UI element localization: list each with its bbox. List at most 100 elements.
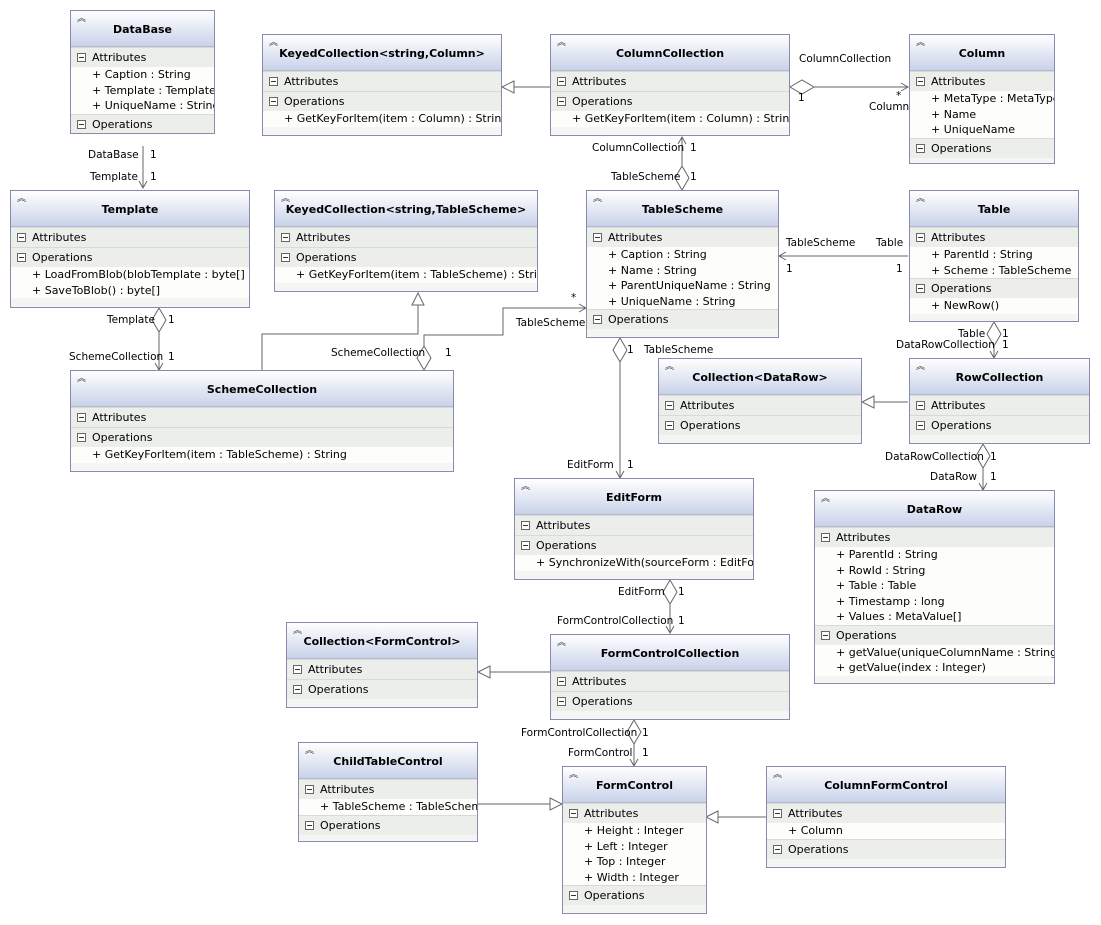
collapse-chevron-icon[interactable]: ︽ [293,626,303,636]
operations-section-header[interactable]: Operations [71,113,214,133]
attribute-member[interactable]: + Caption : String [587,247,778,263]
attributes-section-header[interactable]: Attributes [563,803,706,823]
class-header[interactable]: ︽FormControlCollection [551,635,789,671]
attribute-member[interactable]: + UniqueName : String [71,98,214,114]
class-collection-formcontrol[interactable]: ︽Collection<FormControl> Attributes Oper… [286,622,478,708]
collapse-toggle-icon[interactable] [821,630,830,640]
collapse-chevron-icon[interactable]: ︽ [17,194,27,204]
class-header[interactable]: ︽DataBase [71,11,214,47]
class-formcontrolcollection[interactable]: ︽FormControlCollection Attributes Operat… [550,634,790,720]
attribute-member[interactable]: + Timestamp : long [815,593,1054,609]
operations-section-header[interactable]: Operations [551,691,789,711]
class-datarow[interactable]: ︽DataRow Attributes + ParentId : String … [814,490,1055,684]
collapse-toggle-icon[interactable] [77,119,86,129]
attribute-member[interactable]: + UniqueName [910,122,1054,138]
operations-section-header[interactable]: Operations [11,247,249,267]
operations-section-header[interactable]: Operations [551,91,789,111]
class-header[interactable]: ︽Template [11,191,249,227]
collapse-chevron-icon[interactable]: ︽ [305,746,315,756]
operation-member[interactable]: + GetKeyForItem(item : TableScheme) : St… [71,447,453,463]
collapse-toggle-icon[interactable] [916,77,925,86]
class-keyedcollection-column[interactable]: ︽KeyedCollection<string,Column> Attribut… [262,34,502,136]
class-table[interactable]: ︽Table Attributes + ParentId : String + … [909,190,1079,322]
collapse-toggle-icon[interactable] [281,233,290,242]
collapse-toggle-icon[interactable] [77,433,86,442]
operations-section-header[interactable]: Operations [587,309,778,329]
collapse-toggle-icon[interactable] [557,97,566,106]
attribute-member[interactable]: + ParentUniqueName : String [587,278,778,294]
collapse-toggle-icon[interactable] [281,253,290,262]
collapse-chevron-icon[interactable]: ︽ [569,770,579,780]
attributes-section-header[interactable]: Attributes [551,71,789,91]
collapse-chevron-icon[interactable]: ︽ [557,638,567,648]
collapse-toggle-icon[interactable] [916,284,925,293]
class-collection-datarow[interactable]: ︽Collection<DataRow> Attributes Operatio… [658,358,862,444]
collapse-toggle-icon[interactable] [557,697,566,706]
operations-section-header[interactable]: Operations [910,278,1078,298]
attribute-member[interactable]: + Column [767,823,1005,839]
class-header[interactable]: ︽KeyedCollection<string,Column> [263,35,501,71]
collapse-chevron-icon[interactable]: ︽ [521,482,531,492]
operation-member[interactable]: + LoadFromBlob(blobTemplate : byte[] ) [11,267,249,283]
class-schemecollection[interactable]: ︽SchemeCollection Attributes Operations … [70,370,454,472]
operations-section-header[interactable]: Operations [263,91,501,111]
class-header[interactable]: ︽KeyedCollection<string,TableScheme> [275,191,537,227]
attribute-member[interactable]: + TableScheme : TableScheme [299,799,477,815]
class-header[interactable]: ︽Collection<DataRow> [659,359,861,395]
collapse-chevron-icon[interactable]: ︽ [77,374,87,384]
operation-member[interactable]: + getValue(uniqueColumnName : String) [815,644,1054,660]
collapse-toggle-icon[interactable] [269,97,278,106]
class-keyedcollection-tablescheme[interactable]: ︽KeyedCollection<string,TableScheme> Att… [274,190,538,292]
attribute-member[interactable]: + Left : Integer [563,838,706,854]
attribute-member[interactable]: + Values : MetaValue[] [815,609,1054,625]
attributes-section-header[interactable]: Attributes [275,227,537,247]
attribute-member[interactable]: + Template : Template [71,82,214,98]
collapse-chevron-icon[interactable]: ︽ [916,362,926,372]
attributes-section-header[interactable]: Attributes [11,227,249,247]
attribute-member[interactable]: + Name : String [587,262,778,278]
collapse-chevron-icon[interactable]: ︽ [821,494,831,504]
attribute-member[interactable]: + Top : Integer [563,854,706,870]
collapse-toggle-icon[interactable] [77,53,86,62]
operations-section-header[interactable]: Operations [767,838,1005,859]
collapse-toggle-icon[interactable] [773,809,782,818]
operation-member[interactable]: + NewRow() [910,298,1078,314]
operations-section-header[interactable]: Operations [910,415,1089,435]
class-header[interactable]: ︽TableScheme [587,191,778,227]
operations-section-header[interactable]: Operations [659,415,861,435]
class-tablescheme[interactable]: ︽TableScheme Attributes + Caption : Stri… [586,190,779,338]
collapse-chevron-icon[interactable]: ︽ [916,38,926,48]
collapse-toggle-icon[interactable] [569,809,578,818]
collapse-toggle-icon[interactable] [17,233,26,242]
attributes-section-header[interactable]: Attributes [910,227,1078,247]
class-template[interactable]: ︽Template Attributes Operations + LoadFr… [10,190,250,308]
attributes-section-header[interactable]: Attributes [910,71,1054,91]
collapse-chevron-icon[interactable]: ︽ [593,194,603,204]
collapse-toggle-icon[interactable] [593,233,602,242]
attribute-member[interactable]: + ParentId : String [815,547,1054,563]
class-header[interactable]: ︽Column [910,35,1054,71]
class-header[interactable]: ︽ColumnFormControl [767,767,1005,803]
class-header[interactable]: ︽FormControl [563,767,706,803]
operation-member[interactable]: + SaveToBlob() : byte[] [11,282,249,298]
collapse-chevron-icon[interactable]: ︽ [269,38,279,48]
collapse-toggle-icon[interactable] [916,233,925,242]
attribute-member[interactable]: + Height : Integer [563,823,706,839]
operation-member[interactable]: + GetKeyForItem(item : Column) : String [263,111,501,127]
class-header[interactable]: ︽ChildTableControl [299,743,477,779]
attributes-section-header[interactable]: Attributes [299,779,477,799]
collapse-toggle-icon[interactable] [521,521,530,530]
attributes-section-header[interactable]: Attributes [71,407,453,427]
class-header[interactable]: ︽ColumnCollection [551,35,789,71]
operations-section-header[interactable]: Operations [563,885,706,905]
collapse-toggle-icon[interactable] [665,401,674,410]
collapse-toggle-icon[interactable] [916,143,925,153]
collapse-toggle-icon[interactable] [665,421,674,430]
operations-section-header[interactable]: Operations [299,814,477,835]
operations-section-header[interactable]: Operations [287,679,477,699]
collapse-chevron-icon[interactable]: ︽ [77,14,87,24]
attribute-member[interactable]: + Table : Table [815,578,1054,594]
attributes-section-header[interactable]: Attributes [515,515,753,535]
collapse-chevron-icon[interactable]: ︽ [773,770,783,780]
collapse-chevron-icon[interactable]: ︽ [916,194,926,204]
